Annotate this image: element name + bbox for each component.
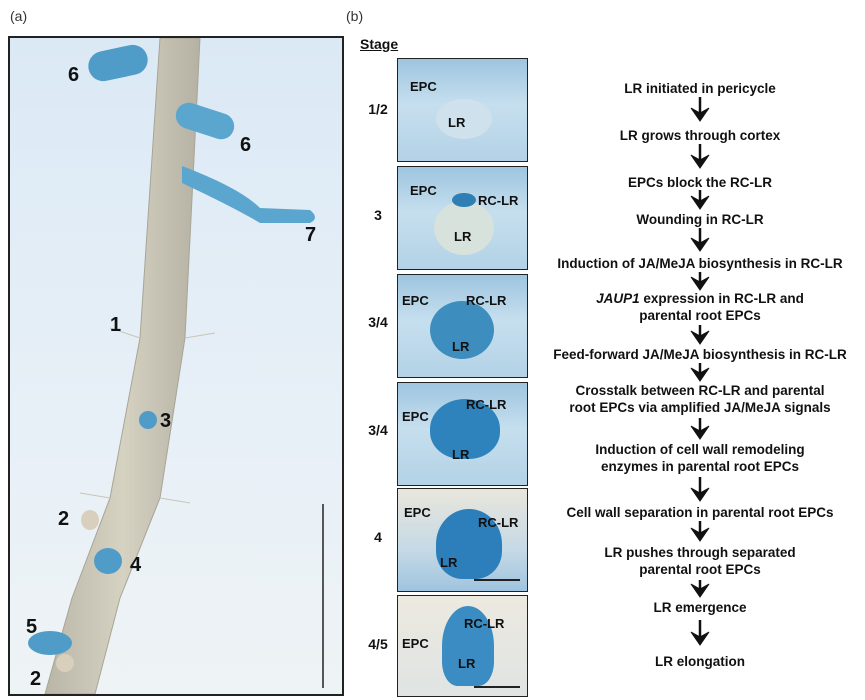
- down-arrow-icon: [690, 477, 710, 502]
- down-arrow-icon: [690, 580, 710, 598]
- lr-label: LR: [448, 115, 466, 130]
- rc-lr-label: RC-LR: [466, 293, 507, 308]
- primordium-2b: [56, 654, 74, 672]
- step-10: Cell wall separation in parental root EP…: [566, 505, 834, 520]
- micrograph-stage-4: EPC RC-LR LR: [397, 488, 528, 592]
- label-5: 5: [26, 616, 38, 638]
- down-arrow-icon: [690, 418, 710, 440]
- down-arrow-icon: [690, 620, 710, 646]
- micrograph-stage-1-2: EPC LR: [397, 58, 528, 162]
- lateral-root-6b: [175, 102, 235, 140]
- epc-label: EPC: [402, 636, 429, 651]
- label-2a: 2: [58, 508, 70, 530]
- rc-lr-label: RC-LR: [478, 515, 519, 530]
- panel-a-label: (a): [10, 8, 28, 24]
- label-4: 4: [130, 554, 142, 576]
- lr-label: LR: [440, 555, 458, 570]
- micrograph-stage-3: EPC RC-LR LR: [397, 166, 528, 270]
- lr-label: LR: [452, 339, 470, 354]
- label-6b: 6: [240, 134, 252, 156]
- step-12: LR emergence: [653, 600, 747, 615]
- scale-bar: [474, 686, 520, 688]
- epc-label: EPC: [402, 409, 429, 424]
- step-5: Induction of JA/MeJA biosynthesis in RC-…: [557, 256, 843, 271]
- stage-label: 1/2: [368, 101, 388, 117]
- step-1: LR initiated in pericycle: [624, 81, 776, 96]
- rc-lr-label: RC-LR: [466, 397, 507, 412]
- step-6: JAUP1 expression in RC-LR and parental r…: [596, 291, 804, 323]
- epc-label: EPC: [410, 79, 437, 94]
- lr-label: LR: [452, 447, 470, 462]
- root-photo: 6 6 7 1 3 2 4 5 2: [8, 36, 344, 696]
- down-arrow-icon: [690, 190, 710, 210]
- down-arrow-icon: [690, 272, 710, 291]
- lr-label: LR: [458, 656, 476, 671]
- primordium-5: [28, 631, 72, 655]
- primordium-4: [94, 548, 122, 574]
- scale-bar: [474, 579, 520, 581]
- root-illustration: [28, 38, 324, 694]
- stage-header: Stage: [360, 36, 399, 52]
- epc-label: EPC: [410, 183, 437, 198]
- stage-label: 3: [374, 207, 382, 223]
- primordium-3: [139, 411, 157, 429]
- label-2b: 2: [30, 668, 42, 690]
- label-6a: 6: [68, 64, 80, 86]
- primary-root: [44, 38, 201, 694]
- step-4: Wounding in RC-LR: [636, 212, 764, 227]
- lateral-root-7: [182, 166, 315, 223]
- step-7: Feed-forward JA/MeJA biosynthesis in RC-…: [553, 347, 847, 362]
- down-arrow-icon: [690, 228, 710, 252]
- micrograph-stage-3-4a: EPC RC-LR LR: [397, 274, 528, 378]
- lr-label: LR: [454, 229, 472, 244]
- stage-label: 4: [374, 529, 382, 545]
- micrograph-stage-3-4b: EPC RC-LR LR: [397, 382, 528, 486]
- step-3: EPCs block the RC-LR: [627, 175, 773, 190]
- panel-b-label: (b): [346, 8, 364, 24]
- label-7: 7: [305, 224, 317, 246]
- down-arrow-icon: [690, 144, 710, 169]
- label-1: 1: [110, 314, 122, 336]
- epc-label: EPC: [404, 505, 431, 520]
- stage-label: 3/4: [368, 422, 388, 438]
- down-arrow-icon: [690, 521, 710, 542]
- rc-lr-label: RC-LR: [478, 193, 519, 208]
- rc-lr-label: RC-LR: [464, 616, 505, 631]
- step-2: LR grows through cortex: [619, 128, 781, 143]
- down-arrow-icon: [690, 363, 710, 382]
- micrograph-stage-4-5: EPC RC-LR LR: [397, 595, 528, 697]
- down-arrow-icon: [690, 97, 710, 122]
- label-3: 3: [160, 410, 172, 432]
- down-arrow-icon: [690, 325, 710, 345]
- stage-label: 3/4: [368, 314, 388, 330]
- epc-label: EPC: [402, 293, 429, 308]
- primordium-2a: [81, 510, 99, 530]
- step-13: LR elongation: [655, 654, 745, 669]
- stage-label: 4/5: [368, 636, 388, 652]
- lateral-root-6a: [88, 44, 148, 82]
